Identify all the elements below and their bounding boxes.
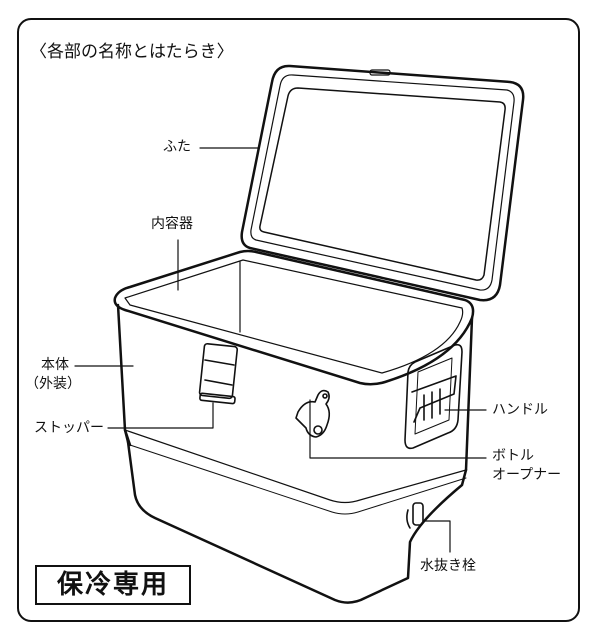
label-bottle-opener-2: オープナー bbox=[492, 467, 562, 483]
label-stopper: ストッパー bbox=[34, 420, 104, 436]
leader-lines bbox=[74, 147, 487, 553]
label-inner-container: 内容器 bbox=[151, 216, 193, 232]
label-lid: ふた bbox=[163, 139, 191, 155]
label-body-exterior: （外装） bbox=[25, 376, 81, 392]
diagram-frame bbox=[17, 18, 580, 622]
label-bottle-opener-1: ボトル bbox=[492, 448, 534, 464]
handle-drawing bbox=[404, 343, 463, 450]
label-handle: ハンドル bbox=[492, 402, 548, 418]
diagram-title: 〈各部の名称とはたらき〉 bbox=[30, 42, 234, 62]
body-drawing bbox=[113, 249, 475, 604]
label-drain-plug: 水抜き栓 bbox=[420, 558, 476, 574]
drain-plug-drawing bbox=[406, 502, 424, 529]
bottle-opener-drawing bbox=[295, 389, 331, 438]
cold-storage-only-stamp: 保冷専用 bbox=[35, 565, 191, 605]
stopper-drawing bbox=[198, 342, 239, 405]
label-body: 本体 bbox=[41, 357, 69, 373]
lid-drawing bbox=[240, 64, 525, 302]
